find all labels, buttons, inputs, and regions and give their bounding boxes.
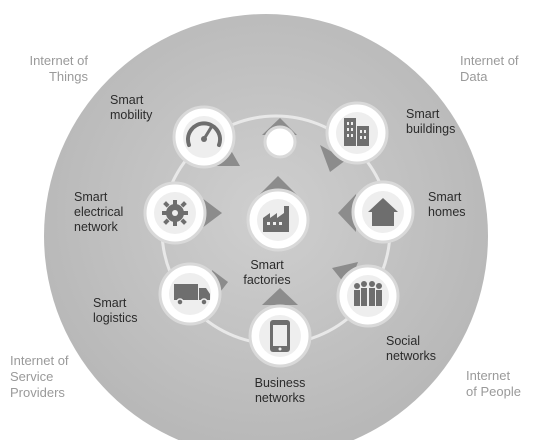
label-smart-mobility: Smart mobility bbox=[110, 93, 153, 122]
gear-icon bbox=[154, 192, 196, 234]
house-icon bbox=[362, 191, 404, 233]
truck-icon bbox=[169, 273, 211, 315]
people-icon bbox=[347, 275, 389, 317]
node-homes bbox=[338, 180, 415, 244]
label-smart-homes: Smart homes bbox=[428, 190, 466, 219]
node-business bbox=[248, 288, 312, 368]
speedometer-icon bbox=[183, 116, 225, 158]
pointer-homes bbox=[338, 194, 356, 232]
node-top bbox=[262, 118, 297, 159]
node-social bbox=[332, 262, 400, 328]
buildings-icon bbox=[336, 112, 378, 154]
corner-label-top-left: Internet of Things bbox=[29, 53, 88, 84]
pointer-buildings bbox=[320, 145, 346, 172]
corner-label-bottom-left: Internet of Service Providers bbox=[10, 353, 69, 400]
node-electrical bbox=[143, 181, 222, 245]
smartphone-icon bbox=[259, 315, 301, 357]
label-smart-buildings: Smart buildings bbox=[406, 107, 456, 136]
label-smart-logistics: Smart logistics bbox=[93, 296, 138, 325]
label-smart-electrical-network: Smart electrical network bbox=[74, 190, 124, 234]
node-factories bbox=[246, 176, 310, 252]
node-buildings bbox=[320, 101, 389, 172]
pointer-business bbox=[262, 288, 298, 305]
corner-label-top-right: Internet of Data bbox=[460, 53, 519, 84]
label-smart-factories: Smart factories bbox=[243, 258, 291, 287]
label-business-networks: Business networks bbox=[254, 376, 306, 405]
node-mobility bbox=[172, 105, 240, 169]
factory-icon bbox=[257, 199, 299, 241]
node-logistics bbox=[158, 262, 228, 326]
label-social-networks: Social networks bbox=[386, 334, 437, 363]
corner-label-bottom-right: Internet of People bbox=[466, 368, 521, 399]
